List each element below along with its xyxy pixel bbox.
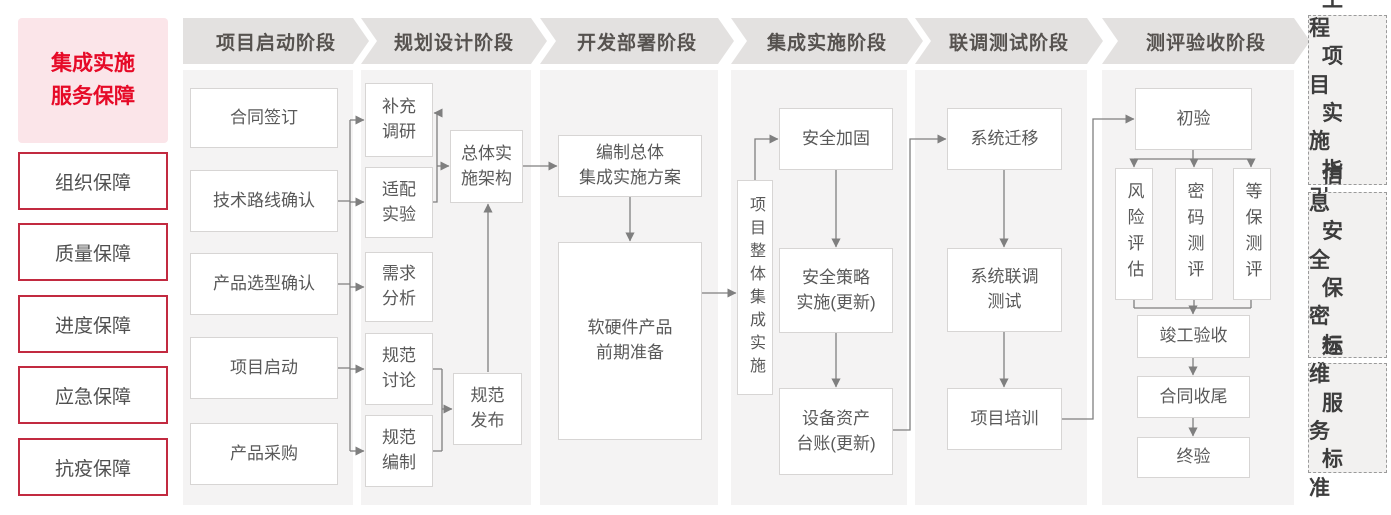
sidebar-item-epidemic: 抗疫保障: [18, 438, 168, 496]
node-spec-release: 规范 发布: [453, 373, 522, 445]
node-requirement-analysis: 需求 分析: [365, 252, 433, 322]
sidebar-item-emergency: 应急保障: [18, 366, 168, 424]
reference-box-ops-standard: 运维 服务 标准: [1308, 335, 1387, 500]
reference-line: 服务: [1309, 391, 1357, 443]
node-final-acceptance: 终验: [1137, 437, 1250, 478]
node-asset-ledger: 设备资产 台账(更新): [779, 388, 893, 475]
sidebar-item-quality: 质量保障: [18, 223, 168, 281]
diagram-title: 集成实施 服务保障: [18, 18, 168, 143]
node-spec-discussion: 规范 讨论: [365, 333, 433, 405]
node-procurement: 产品采购: [190, 423, 338, 485]
reference-box-project-guide: 工程 项目 实施 指引: [1308, 0, 1387, 210]
node-mlps-testing: 等保测评: [1233, 168, 1271, 300]
node-contract-signing: 合同签订: [190, 88, 338, 148]
sidebar-item-organization: 组织保障: [18, 152, 168, 210]
node-security-hardening: 安全加固: [779, 108, 893, 170]
node-risk-assessment: 风险评估: [1115, 168, 1153, 300]
node-overall-plan: 编制总体 集成实施方案: [558, 135, 702, 197]
reference-line: 工程: [1309, 0, 1357, 40]
node-product-selection: 产品选型确认: [190, 253, 338, 315]
node-joint-testing: 系统联调 测试: [947, 248, 1062, 332]
node-tech-route: 技术路线确认: [190, 170, 338, 232]
node-product-preparation: 软硬件产品 前期准备: [558, 242, 702, 440]
reference-line: 标准: [1309, 448, 1357, 500]
node-spec-compilation: 规范 编制: [365, 415, 433, 487]
phase-header-acceptance: 测评验收阶段: [1102, 18, 1310, 64]
node-project-training: 项目培训: [947, 388, 1062, 450]
reference-line: 安全: [1309, 220, 1357, 272]
phase-header-joint-test: 联调测试阶段: [915, 18, 1103, 64]
node-project-kickoff: 项目启动: [190, 337, 338, 399]
reference-line: 运维: [1309, 334, 1357, 387]
phase-header-development: 开发部署阶段: [540, 18, 734, 64]
node-overall-integration: 项目整体集成实施: [737, 180, 773, 395]
phase-header-planning: 规划设计阶段: [361, 18, 547, 64]
sidebar-item-schedule: 进度保障: [18, 295, 168, 353]
node-contract-closure: 合同收尾: [1137, 376, 1250, 418]
node-security-policy: 安全策略 实施(更新): [779, 248, 893, 333]
node-adaptation-test: 适配 实验: [365, 167, 433, 238]
node-crypto-testing: 密码测评: [1175, 168, 1213, 300]
reference-line: 信息: [1309, 163, 1357, 215]
reference-line: 项目: [1309, 45, 1357, 97]
node-overall-architecture: 总体实 施架构: [450, 130, 523, 203]
node-supplement-research: 补充 调研: [365, 83, 433, 157]
reference-line: 实施: [1309, 102, 1357, 154]
phase-header-integration: 集成实施阶段: [731, 18, 923, 64]
node-system-migration: 系统迁移: [947, 108, 1062, 170]
node-completion-acceptance: 竣工验收: [1137, 315, 1250, 358]
node-initial-acceptance: 初验: [1135, 88, 1252, 150]
reference-line: 保密: [1309, 277, 1357, 329]
phase-header-kickoff: 项目启动阶段: [183, 18, 369, 64]
